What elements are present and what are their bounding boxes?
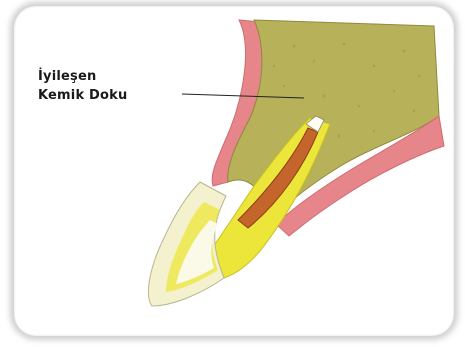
tooth-diagram	[14, 6, 454, 336]
annotation-label-line2: Kemik Doku	[38, 88, 127, 103]
annotation-label-line1: İyileşen	[38, 69, 96, 84]
image-frame: İyileşen Kemik Doku	[14, 6, 454, 336]
